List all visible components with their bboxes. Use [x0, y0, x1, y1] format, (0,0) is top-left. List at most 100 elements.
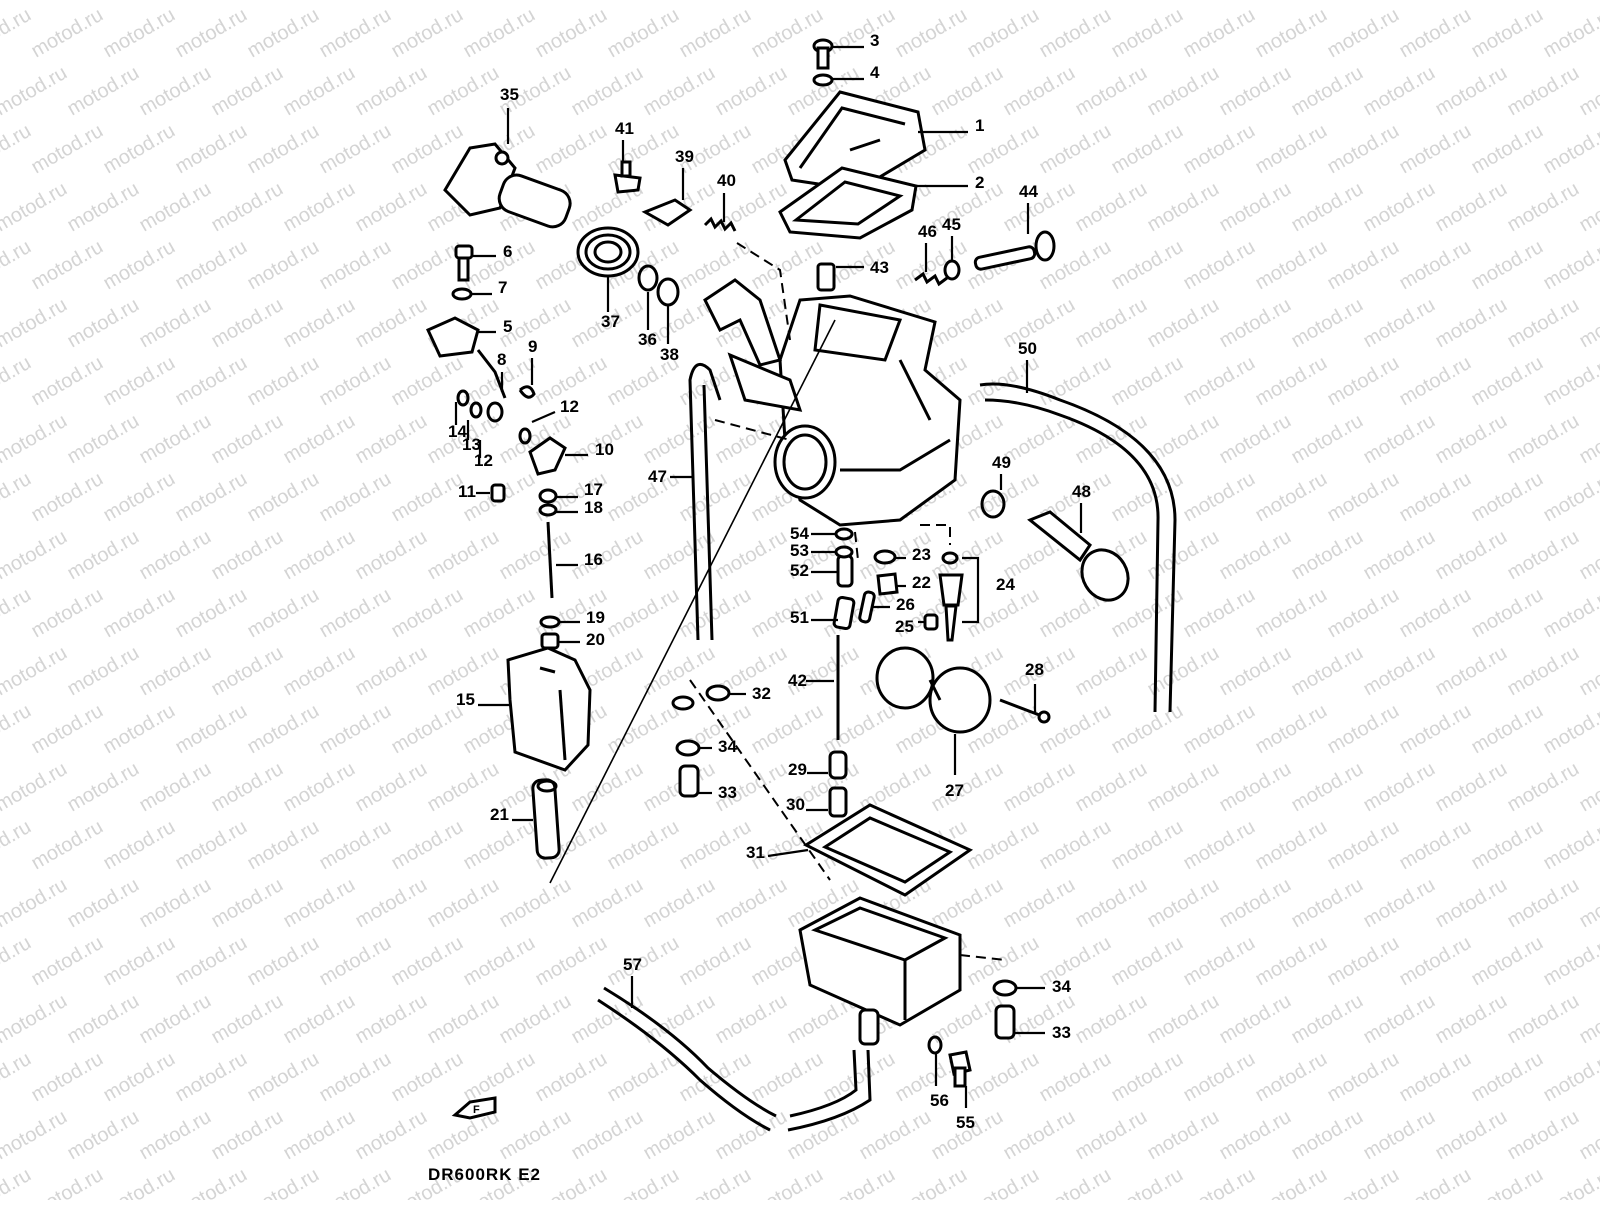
watermark-text: motod.ru [568, 758, 647, 817]
callout-number: 43 [870, 258, 889, 277]
watermark-text: motod.ru [964, 4, 1043, 63]
callout-number: 12 [560, 397, 579, 416]
watermark-text: motod.ru [604, 1164, 683, 1200]
watermark-text: motod.ru [640, 874, 719, 933]
watermark-text: motod.ru [1468, 816, 1547, 875]
watermark-text: motod.ru [1036, 700, 1115, 759]
callout-number: 56 [930, 1091, 949, 1110]
watermark-text: motod.ru [0, 642, 71, 701]
watermark-text: motod.ru [676, 932, 755, 991]
watermark-text: motod.ru [280, 62, 359, 121]
watermark-text: motod.ru [640, 62, 719, 121]
watermark-text: motod.ru [856, 0, 935, 4]
watermark-text: motod.ru [100, 120, 179, 179]
watermark-text: motod.ru [172, 1048, 251, 1107]
callout-number: 32 [752, 684, 771, 703]
watermark-text: motod.ru [1288, 526, 1367, 585]
watermark-text: motod.ru [1360, 758, 1439, 817]
watermark-text: motod.ru [1180, 352, 1259, 411]
watermark-text: motod.ru [1540, 352, 1600, 411]
watermark-text: motod.ru [280, 758, 359, 817]
watermark-text: motod.ru [568, 0, 647, 4]
callout-number: 34 [1052, 977, 1071, 996]
watermark-text: motod.ru [1252, 4, 1331, 63]
watermark-text: motod.ru [1000, 0, 1079, 4]
watermark-text: motod.ru [568, 990, 647, 1049]
watermark-text: motod.ru [1432, 642, 1511, 701]
watermark-text: motod.ru [1216, 990, 1295, 1049]
callout-14: 14 [448, 402, 467, 441]
watermark-text: motod.ru [964, 1048, 1043, 1107]
watermark-text: motod.ru [1504, 758, 1583, 817]
watermark-text: motod.ru [1432, 178, 1511, 237]
watermark-text: motod.ru [1144, 758, 1223, 817]
watermark-text: motod.ru [1072, 758, 1151, 817]
watermark-text: motod.ru [100, 4, 179, 63]
watermark-text: motod.ru [1432, 758, 1511, 817]
watermark-text: motod.ru [352, 874, 431, 933]
watermark-text: motod.ru [1000, 874, 1079, 933]
watermark-text: motod.ru [532, 1164, 611, 1200]
watermark-text: motod.ru [1072, 62, 1151, 121]
watermark-text: motod.ru [244, 236, 323, 295]
watermark-text: motod.ru [496, 874, 575, 933]
watermark-text: motod.ru [100, 816, 179, 875]
watermark-text: motod.ru [0, 758, 71, 817]
watermark-text: motod.ru [388, 584, 467, 643]
watermark-text: motod.ru [1540, 120, 1600, 179]
watermark-text: motod.ru [1216, 526, 1295, 585]
watermark-text: motod.ru [388, 120, 467, 179]
watermark-text: motod.ru [928, 62, 1007, 121]
callout-number: 22 [912, 573, 931, 592]
watermark-text: motod.ru [172, 584, 251, 643]
watermark-text: motod.ru [208, 1106, 287, 1165]
watermark-text: motod.ru [1108, 700, 1187, 759]
watermark-text: motod.ru [244, 584, 323, 643]
callout-27: 27 [945, 734, 964, 800]
watermark-text: motod.ru [1288, 1106, 1367, 1165]
callout-22: 22 [895, 573, 931, 592]
watermark-text: motod.ru [352, 178, 431, 237]
watermark-text: motod.ru [136, 178, 215, 237]
watermark-text: motod.ru [1540, 584, 1600, 643]
callout-number: 54 [790, 524, 809, 543]
part-screw-33a [680, 766, 698, 796]
watermark-text: motod.ru [1252, 120, 1331, 179]
watermark-text: motod.ru [136, 642, 215, 701]
watermark-text: motod.ru [1072, 874, 1151, 933]
part-washer-53 [836, 547, 852, 557]
callout-number: 51 [790, 608, 809, 627]
watermark-text: motod.ru [1216, 62, 1295, 121]
watermark-text: motod.ru [1180, 236, 1259, 295]
watermark-text: motod.ru [28, 4, 107, 63]
watermark-text: motod.ru [1468, 120, 1547, 179]
callout-number: 36 [638, 330, 657, 349]
watermark-text: motod.ru [0, 874, 71, 933]
watermark-text: motod.ru [244, 120, 323, 179]
callout-number: 10 [595, 440, 614, 459]
watermark-text: motod.ru [1468, 700, 1547, 759]
part-throttle-spring [578, 228, 638, 276]
watermark-text: motod.ru [1036, 816, 1115, 875]
callout-number: 7 [498, 278, 507, 297]
watermark-text: motod.ru [1396, 1048, 1475, 1107]
watermark-text: motod.ru [388, 4, 467, 63]
watermark-text: motod.ru [352, 990, 431, 1049]
watermark-text: motod.ru [1324, 1048, 1403, 1107]
part-washer-4 [814, 75, 832, 85]
watermark-text: motod.ru [1540, 816, 1600, 875]
watermark-text: motod.ru [1504, 410, 1583, 469]
part-washer-7 [453, 289, 471, 299]
watermark-text: motod.ru [460, 584, 539, 643]
watermark-text: motod.ru [1468, 584, 1547, 643]
watermark-text: motod.ru [1540, 1048, 1600, 1107]
watermark-text: motod.ru [0, 120, 35, 179]
watermark-text: motod.ru [1000, 62, 1079, 121]
watermark-text: motod.ru [1396, 584, 1475, 643]
watermark-text: motod.ru [1252, 236, 1331, 295]
watermark-text: motod.ru [1180, 1048, 1259, 1107]
watermark-text: motod.ru [1144, 990, 1223, 1049]
watermark-text: motod.ru [1432, 1106, 1511, 1165]
watermark-text: motod.ru [28, 468, 107, 527]
